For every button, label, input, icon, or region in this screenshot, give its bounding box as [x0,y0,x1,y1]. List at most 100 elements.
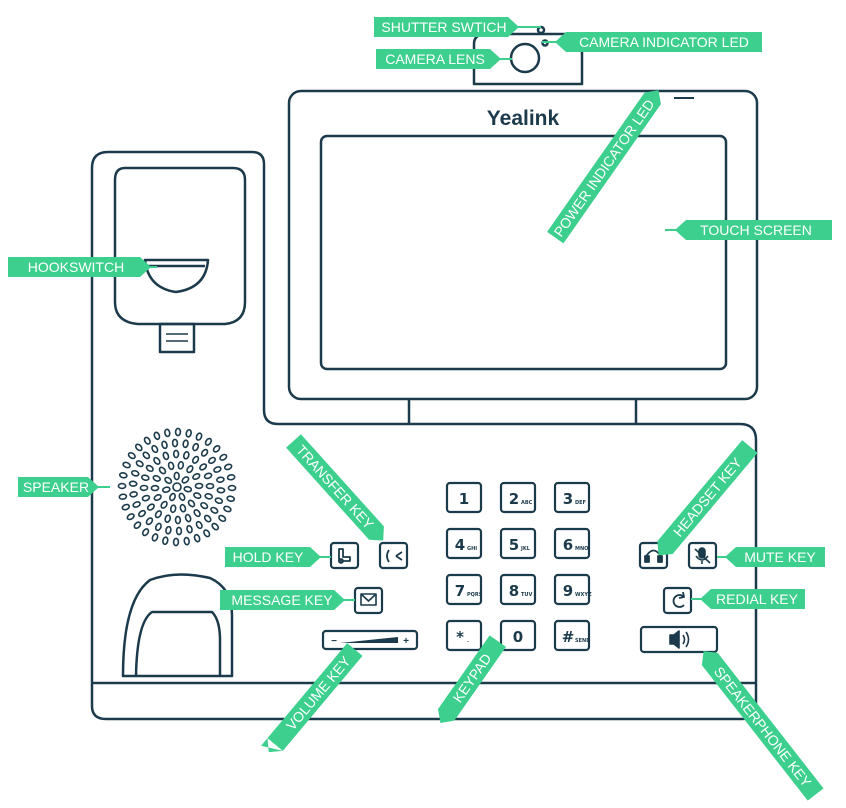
grille-hole [203,529,211,538]
grille-hole [223,505,232,513]
svg-text:CAMERA LENS: CAMERA LENS [385,51,485,67]
keypad-key-star[interactable]: *. [445,619,483,652]
grille-hole [139,484,149,492]
svg-text:REDIAL KEY: REDIAL KEY [716,591,799,607]
grille-hole [162,536,169,546]
grille-hole [193,509,201,518]
keypad-digit: 1 [459,490,469,508]
grille-hole [173,471,180,481]
speaker-icon [669,630,690,649]
callout-hookswitch: HOOKSWITCH [8,257,151,277]
redial-icon [672,591,685,608]
grille-hole [182,450,190,460]
grille-hole [191,455,200,464]
speakerphone-key[interactable] [639,625,719,654]
svg-text:HOOKSWITCH: HOOKSWITCH [28,259,124,275]
grille-hole [151,444,159,454]
grille-hole [200,448,209,457]
grille-hole [172,482,182,492]
grille-hole [175,526,183,536]
redial-key[interactable] [662,586,693,615]
grille-hole [169,504,177,514]
keypad-letters: SEND [575,638,590,644]
grille-hole [181,476,190,484]
grille-hole [117,482,127,490]
grille-hole [132,501,141,508]
grille-hole [161,486,171,493]
volume-minus: − [331,636,337,647]
grille-hole [162,451,170,461]
brand-logo: Yealink [487,107,560,130]
grille-hole [193,533,201,543]
keypad-digit: 0 [513,628,523,646]
grille-hole [153,493,162,502]
callout-shutter-switch: SHUTTER SWTICH [374,17,519,37]
grille-hole [137,509,147,518]
grille-hole [186,465,194,474]
grille-hole [140,474,150,482]
svg-text:MUTE KEY: MUTE KEY [744,549,816,565]
grille-hole [169,492,176,502]
grille-hole [194,482,204,490]
grille-hole [174,515,182,525]
grille-hole [226,495,236,502]
keypad-key-1[interactable]: 1 [445,481,483,514]
keypad-digit: # [562,628,575,646]
grille-hole [192,442,200,452]
display-unit [287,89,759,424]
grille-hole [207,456,217,465]
grille-hole [223,463,233,471]
grille-hole [203,514,212,523]
speaker-grille [117,427,237,547]
grille-hole [183,485,193,493]
handset-rest [121,573,234,678]
hold-key[interactable] [329,541,360,570]
volume-key[interactable] [321,629,419,651]
grille-hole [146,503,155,511]
keypad-key-0[interactable]: 0 [499,619,537,652]
grille-hole [141,494,151,502]
grille-hole [135,460,144,468]
svg-text:MESSAGE KEY: MESSAGE KEY [231,592,333,608]
grille-hole [154,510,163,519]
message-key[interactable] [353,586,384,615]
grille-hole [152,474,161,482]
mute-key[interactable] [687,541,718,570]
keypad-letters: PQRS [467,592,483,598]
grille-hole [184,513,192,523]
keypad-letters: WXYZ [575,592,592,598]
grille-hole [204,492,214,500]
grille-hole [134,443,143,452]
svg-text:HEADSET KEY: HEADSET KEY [670,454,746,540]
grille-hole [218,514,227,523]
transfer-icon [386,549,403,563]
keypad-digit: * [456,628,464,646]
keypad-key-hash[interactable]: #SEND [553,619,590,652]
grille-hole [172,537,180,547]
keypad-digit: 7 [455,582,465,600]
grille-hole [178,492,186,501]
transfer-key[interactable] [378,541,409,570]
svg-text:HOLD KEY: HOLD KEY [233,549,304,565]
grille-hole [153,431,161,441]
grille-hole [192,472,201,481]
grille-hole [141,528,150,537]
envelope-icon [360,593,377,606]
grille-hole [118,493,128,500]
grille-hole [167,461,175,471]
grille-hole [195,520,203,530]
grille-hole [118,472,128,479]
grille-hole [154,522,162,532]
grille-hole [153,456,161,465]
grille-hole [214,497,224,505]
grille-hole [151,533,159,542]
